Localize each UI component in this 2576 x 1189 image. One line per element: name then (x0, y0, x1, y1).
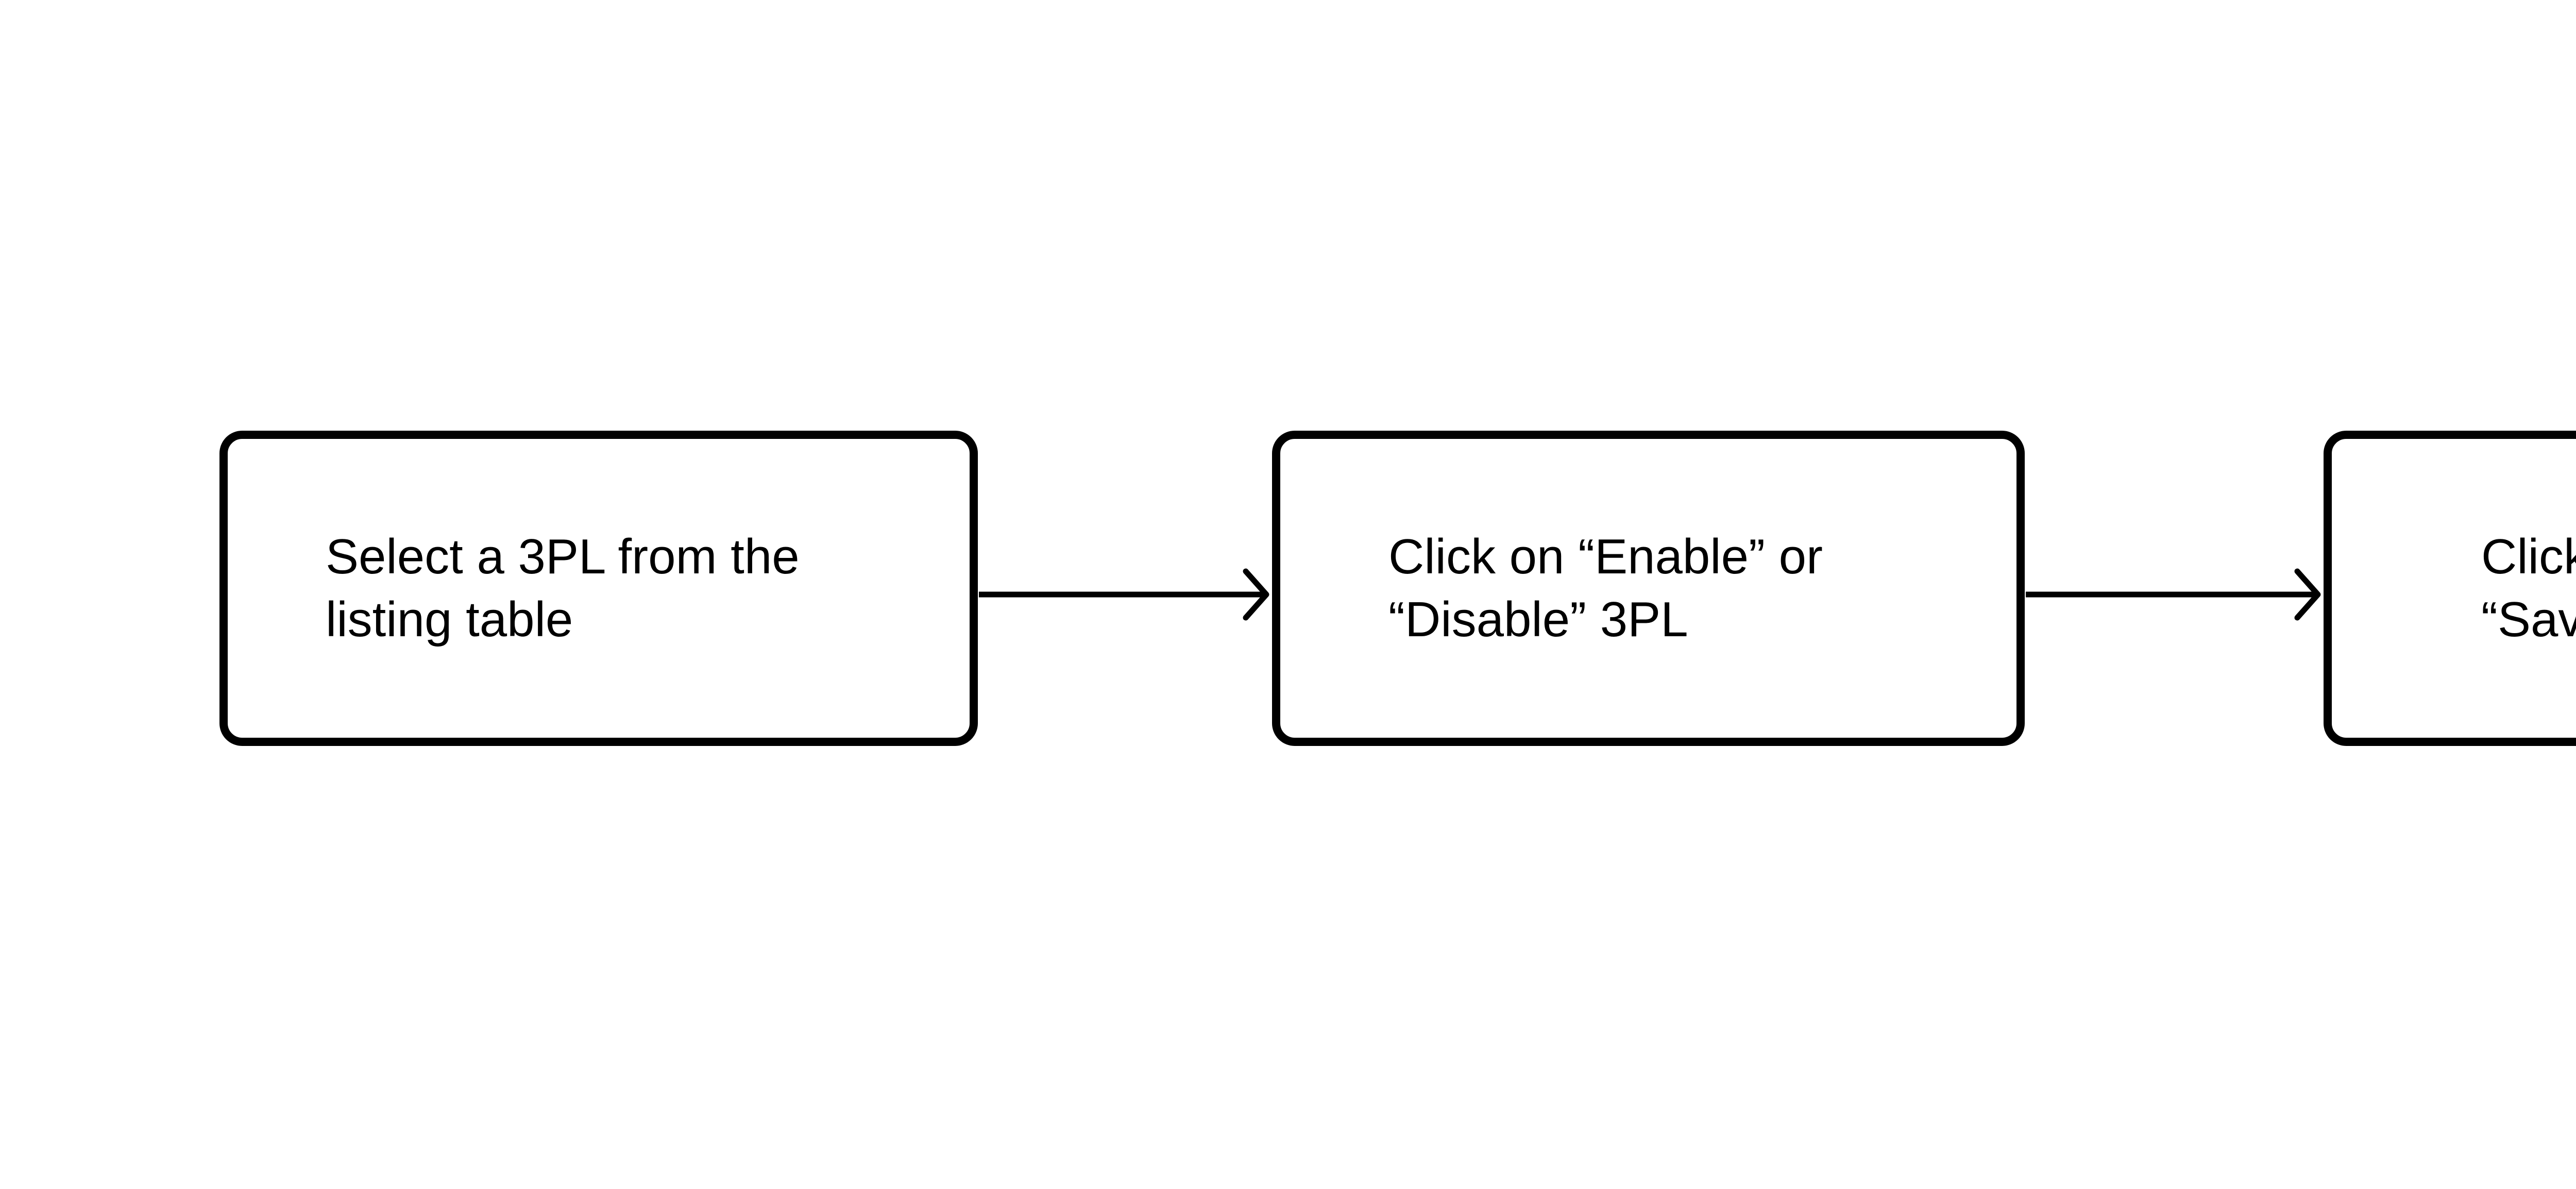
flow-node-label-line: Click on (2481, 529, 2576, 584)
flow-node-save-setting: Click on “Save setting” (2324, 431, 2576, 746)
flow-node-label-line: “Save setting” (2481, 592, 2576, 647)
flow-node-enable-disable-3pl: Click on “Enable” or “Disable” 3PL (1272, 431, 2025, 746)
flow-node-label-line: “Disable” 3PL (1388, 592, 1688, 647)
flow-node-select-3pl: Select a 3PL from the listing table (219, 431, 978, 746)
arrow-right-icon (978, 548, 1274, 641)
arrow-right-icon (2025, 548, 2326, 641)
flow-node-label-line: Select a 3PL from the (326, 529, 800, 584)
flow-node-label-line: Click on “Enable” or (1388, 529, 1823, 584)
flow-node-label-line: listing table (326, 592, 573, 647)
